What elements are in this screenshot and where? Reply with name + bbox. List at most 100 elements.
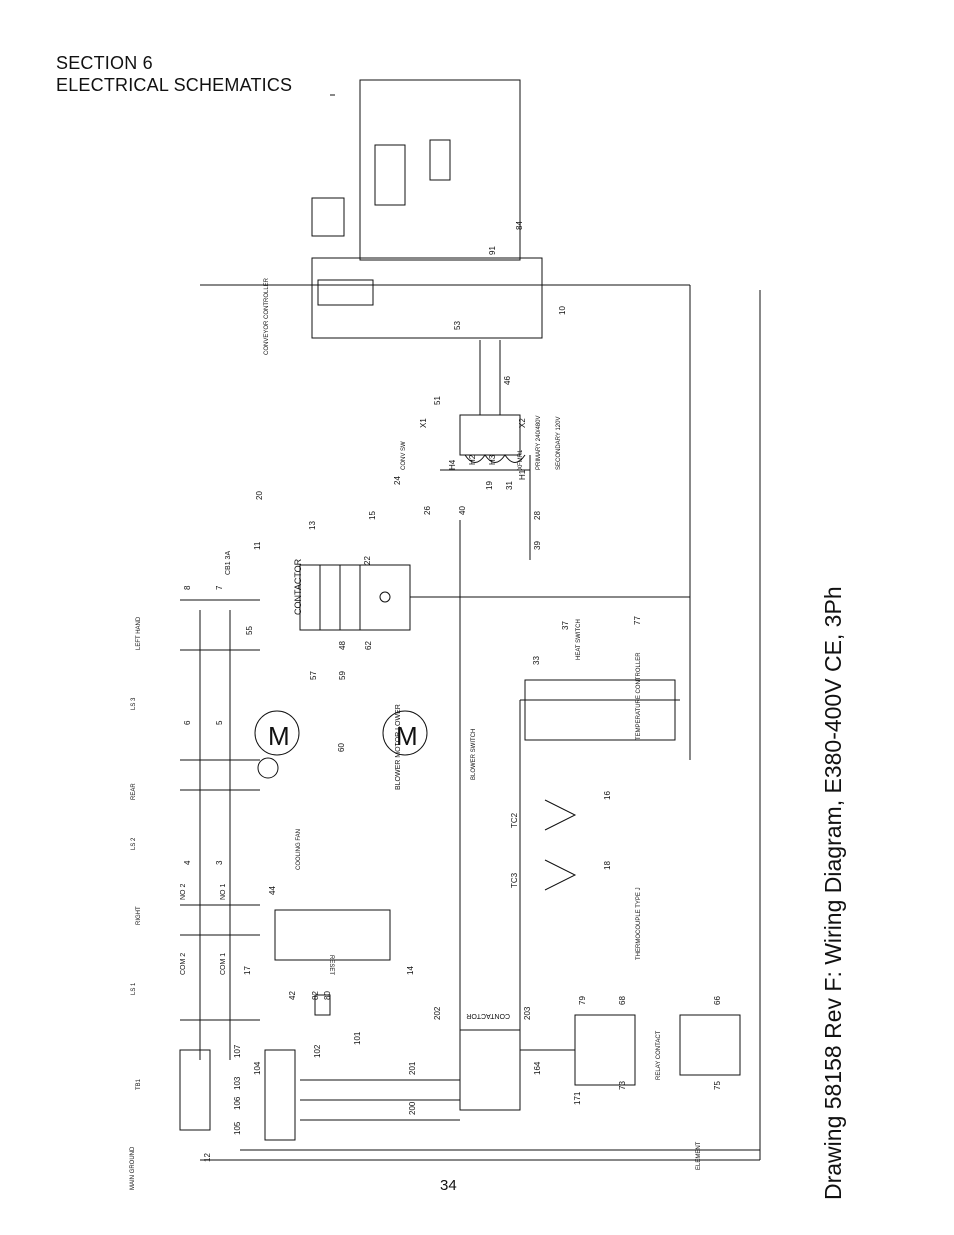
svg-text:46: 46 bbox=[503, 376, 512, 385]
temperature-controller bbox=[520, 679, 680, 741]
svg-text:33: 33 bbox=[532, 656, 541, 665]
svg-text:82: 82 bbox=[311, 991, 320, 1000]
tc3-label: TC3 bbox=[510, 872, 519, 888]
secondary-label: SECONDARY 120V bbox=[556, 417, 562, 470]
svg-text:53: 53 bbox=[453, 321, 462, 330]
terminal-block-label: TB1 bbox=[136, 1078, 142, 1090]
svg-text:H2: H2 bbox=[468, 454, 477, 465]
svg-text:11: 11 bbox=[253, 541, 262, 550]
thermocouples bbox=[544, 799, 577, 891]
wiring bbox=[240, 285, 760, 1151]
svg-text:103: 103 bbox=[233, 1076, 242, 1090]
svg-text:17: 17 bbox=[243, 966, 252, 975]
contactor-bottom-label: CONTACTOR bbox=[466, 1012, 510, 1019]
blower-switch-label: BLOWER SWITCH bbox=[471, 729, 477, 780]
element-label: ELEMENT bbox=[696, 1141, 702, 1170]
svg-text:44: 44 bbox=[268, 886, 277, 895]
svg-text:201: 201 bbox=[408, 1061, 417, 1075]
ls1-label: LS 1 bbox=[131, 982, 137, 995]
svg-text:5: 5 bbox=[215, 720, 224, 725]
switch-com1-label: COM 1 bbox=[220, 953, 227, 975]
svg-text:13: 13 bbox=[308, 521, 317, 530]
svg-text:84: 84 bbox=[515, 221, 524, 230]
svg-text:24: 24 bbox=[393, 476, 402, 485]
svg-text:51: 51 bbox=[433, 396, 442, 405]
switch-no2-label: NO 2 bbox=[180, 884, 187, 900]
svg-text:79: 79 bbox=[578, 996, 587, 1005]
xfmr-label: XFMR1 bbox=[518, 449, 524, 470]
high-limit-module bbox=[274, 909, 391, 1016]
blower-motors bbox=[254, 710, 428, 779]
svg-text:X2: X2 bbox=[518, 418, 527, 428]
motor-symbol-lower: M bbox=[396, 721, 418, 751]
svg-text:8: 8 bbox=[183, 585, 192, 590]
svg-text:H1: H1 bbox=[518, 469, 527, 480]
contactor bbox=[299, 564, 411, 631]
svg-text:10: 10 bbox=[558, 306, 567, 315]
svg-text:59: 59 bbox=[338, 671, 347, 680]
svg-text:107: 107 bbox=[233, 1044, 242, 1058]
main-ground-label: MAIN GROUND bbox=[130, 1146, 136, 1190]
cb-rating-label: CB1 3A bbox=[225, 551, 232, 575]
cooling-fan-label: COOLING FAN bbox=[296, 829, 302, 870]
svg-text:202: 202 bbox=[433, 1006, 442, 1020]
page-number: 34 bbox=[440, 1177, 457, 1194]
lower-components bbox=[179, 1014, 741, 1141]
svg-text:48: 48 bbox=[338, 641, 347, 650]
svg-text:19: 19 bbox=[485, 481, 494, 490]
svg-text:101: 101 bbox=[353, 1031, 362, 1045]
svg-text:39: 39 bbox=[533, 541, 542, 550]
speed-display-module bbox=[311, 197, 345, 237]
svg-text:80: 80 bbox=[323, 991, 332, 1000]
svg-text:40: 40 bbox=[458, 506, 467, 515]
svg-text:62: 62 bbox=[364, 641, 373, 650]
thermocouple-label: THERMOCOUPLE TYPE J bbox=[636, 887, 642, 960]
section-title: ELECTRICAL SCHEMATICS bbox=[56, 75, 293, 95]
svg-text:31: 31 bbox=[505, 481, 514, 490]
svg-text:H3: H3 bbox=[488, 454, 497, 465]
conveyor-controller-label: CONVEYOR CONTROLLER bbox=[264, 277, 270, 355]
svg-text:171: 171 bbox=[573, 1091, 582, 1105]
svg-text:106: 106 bbox=[233, 1096, 242, 1110]
right-label: RIGHT bbox=[136, 906, 142, 925]
reset-label: RESET bbox=[328, 955, 334, 975]
svg-text:6: 6 bbox=[183, 720, 192, 725]
frame bbox=[200, 284, 761, 1161]
svg-text:12: 12 bbox=[203, 1153, 212, 1162]
svg-text:203: 203 bbox=[523, 1006, 532, 1020]
section-number: SECTION 6 bbox=[56, 53, 153, 73]
svg-text:73: 73 bbox=[618, 1081, 627, 1090]
svg-text:57: 57 bbox=[309, 671, 318, 680]
svg-text:X1: X1 bbox=[419, 418, 428, 428]
svg-text:200: 200 bbox=[408, 1101, 417, 1115]
svg-text:75: 75 bbox=[713, 1081, 722, 1090]
svg-text:26: 26 bbox=[423, 506, 432, 515]
svg-text:91: 91 bbox=[488, 246, 497, 255]
heat-switch-label: HEAT SWITCH bbox=[576, 619, 582, 660]
svg-text:102: 102 bbox=[313, 1044, 322, 1058]
svg-text:104: 104 bbox=[253, 1061, 262, 1075]
limit-switch-row bbox=[180, 599, 260, 1060]
switch-no1-label: NO 1 bbox=[220, 884, 227, 900]
svg-text:55: 55 bbox=[245, 626, 254, 635]
conveyor-controller bbox=[311, 94, 543, 339]
left-hand-label: LEFT HAND bbox=[136, 616, 142, 650]
svg-text:22: 22 bbox=[363, 556, 372, 565]
wire-number-labels: 12 105 106 103 104 107 102 101 200 201 2… bbox=[183, 221, 722, 1162]
switch-com2-label: COM 2 bbox=[180, 953, 187, 975]
svg-text:105: 105 bbox=[233, 1121, 242, 1135]
svg-text:18: 18 bbox=[603, 861, 612, 870]
svg-text:7: 7 bbox=[215, 585, 224, 590]
contactor-label: CONTACTOR bbox=[293, 558, 303, 615]
svg-text:68: 68 bbox=[618, 996, 627, 1005]
tc2-label: TC2 bbox=[510, 812, 519, 828]
blower-motor-lower-label: BLOWER MOTOR LOWER bbox=[395, 704, 402, 790]
rear-label: REAR bbox=[131, 783, 137, 800]
primary-label: PRIMARY 240/480V bbox=[536, 416, 542, 470]
svg-text:15: 15 bbox=[368, 511, 377, 520]
relay-contact-label: RELAY CONTACT bbox=[656, 1030, 662, 1080]
ls2-label: LS 2 bbox=[131, 837, 137, 850]
svg-text:20: 20 bbox=[255, 491, 264, 500]
conveyor-motor-area bbox=[311, 79, 521, 261]
svg-text:H4: H4 bbox=[448, 459, 457, 470]
